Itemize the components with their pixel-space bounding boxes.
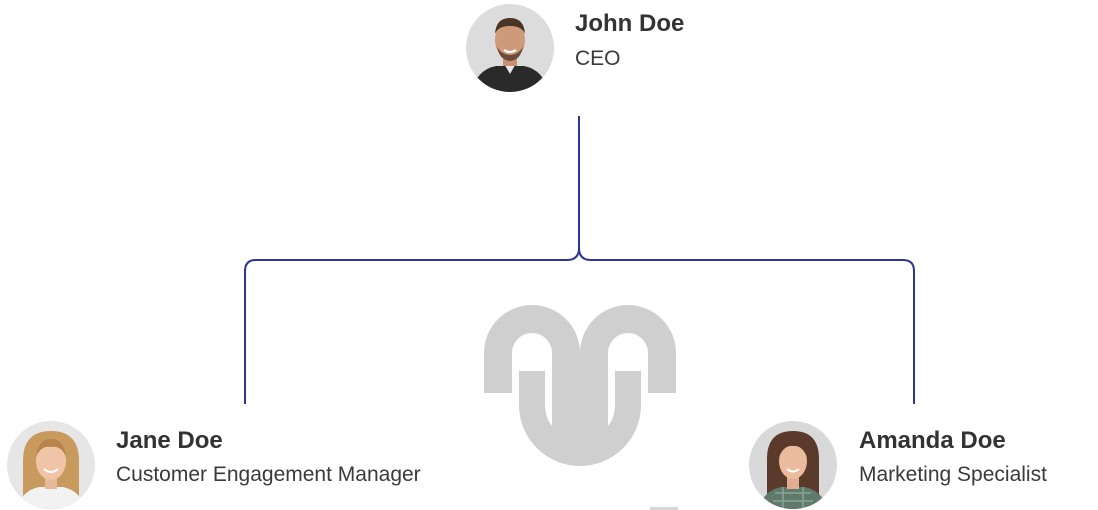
avatar-john-doe [466,4,554,92]
person-photo-woman [7,421,95,509]
report-title-1: Customer Engagement Manager [116,463,421,486]
logo-watermark-icon [484,305,678,510]
avatar-amanda-doe [749,421,837,509]
person-photo-woman [749,421,837,509]
connector-root-trunk [566,116,580,261]
connector-branch-left [244,259,567,404]
root-title: CEO [575,47,621,70]
avatar-jane-doe [7,421,95,509]
report-name-2: Amanda Doe [859,427,1006,454]
report-title-2: Marketing Specialist [859,463,1047,486]
connector-branch-right [578,247,915,404]
root-name: John Doe [575,10,685,37]
person-photo-man [466,4,554,92]
report-name-1: Jane Doe [116,427,223,454]
